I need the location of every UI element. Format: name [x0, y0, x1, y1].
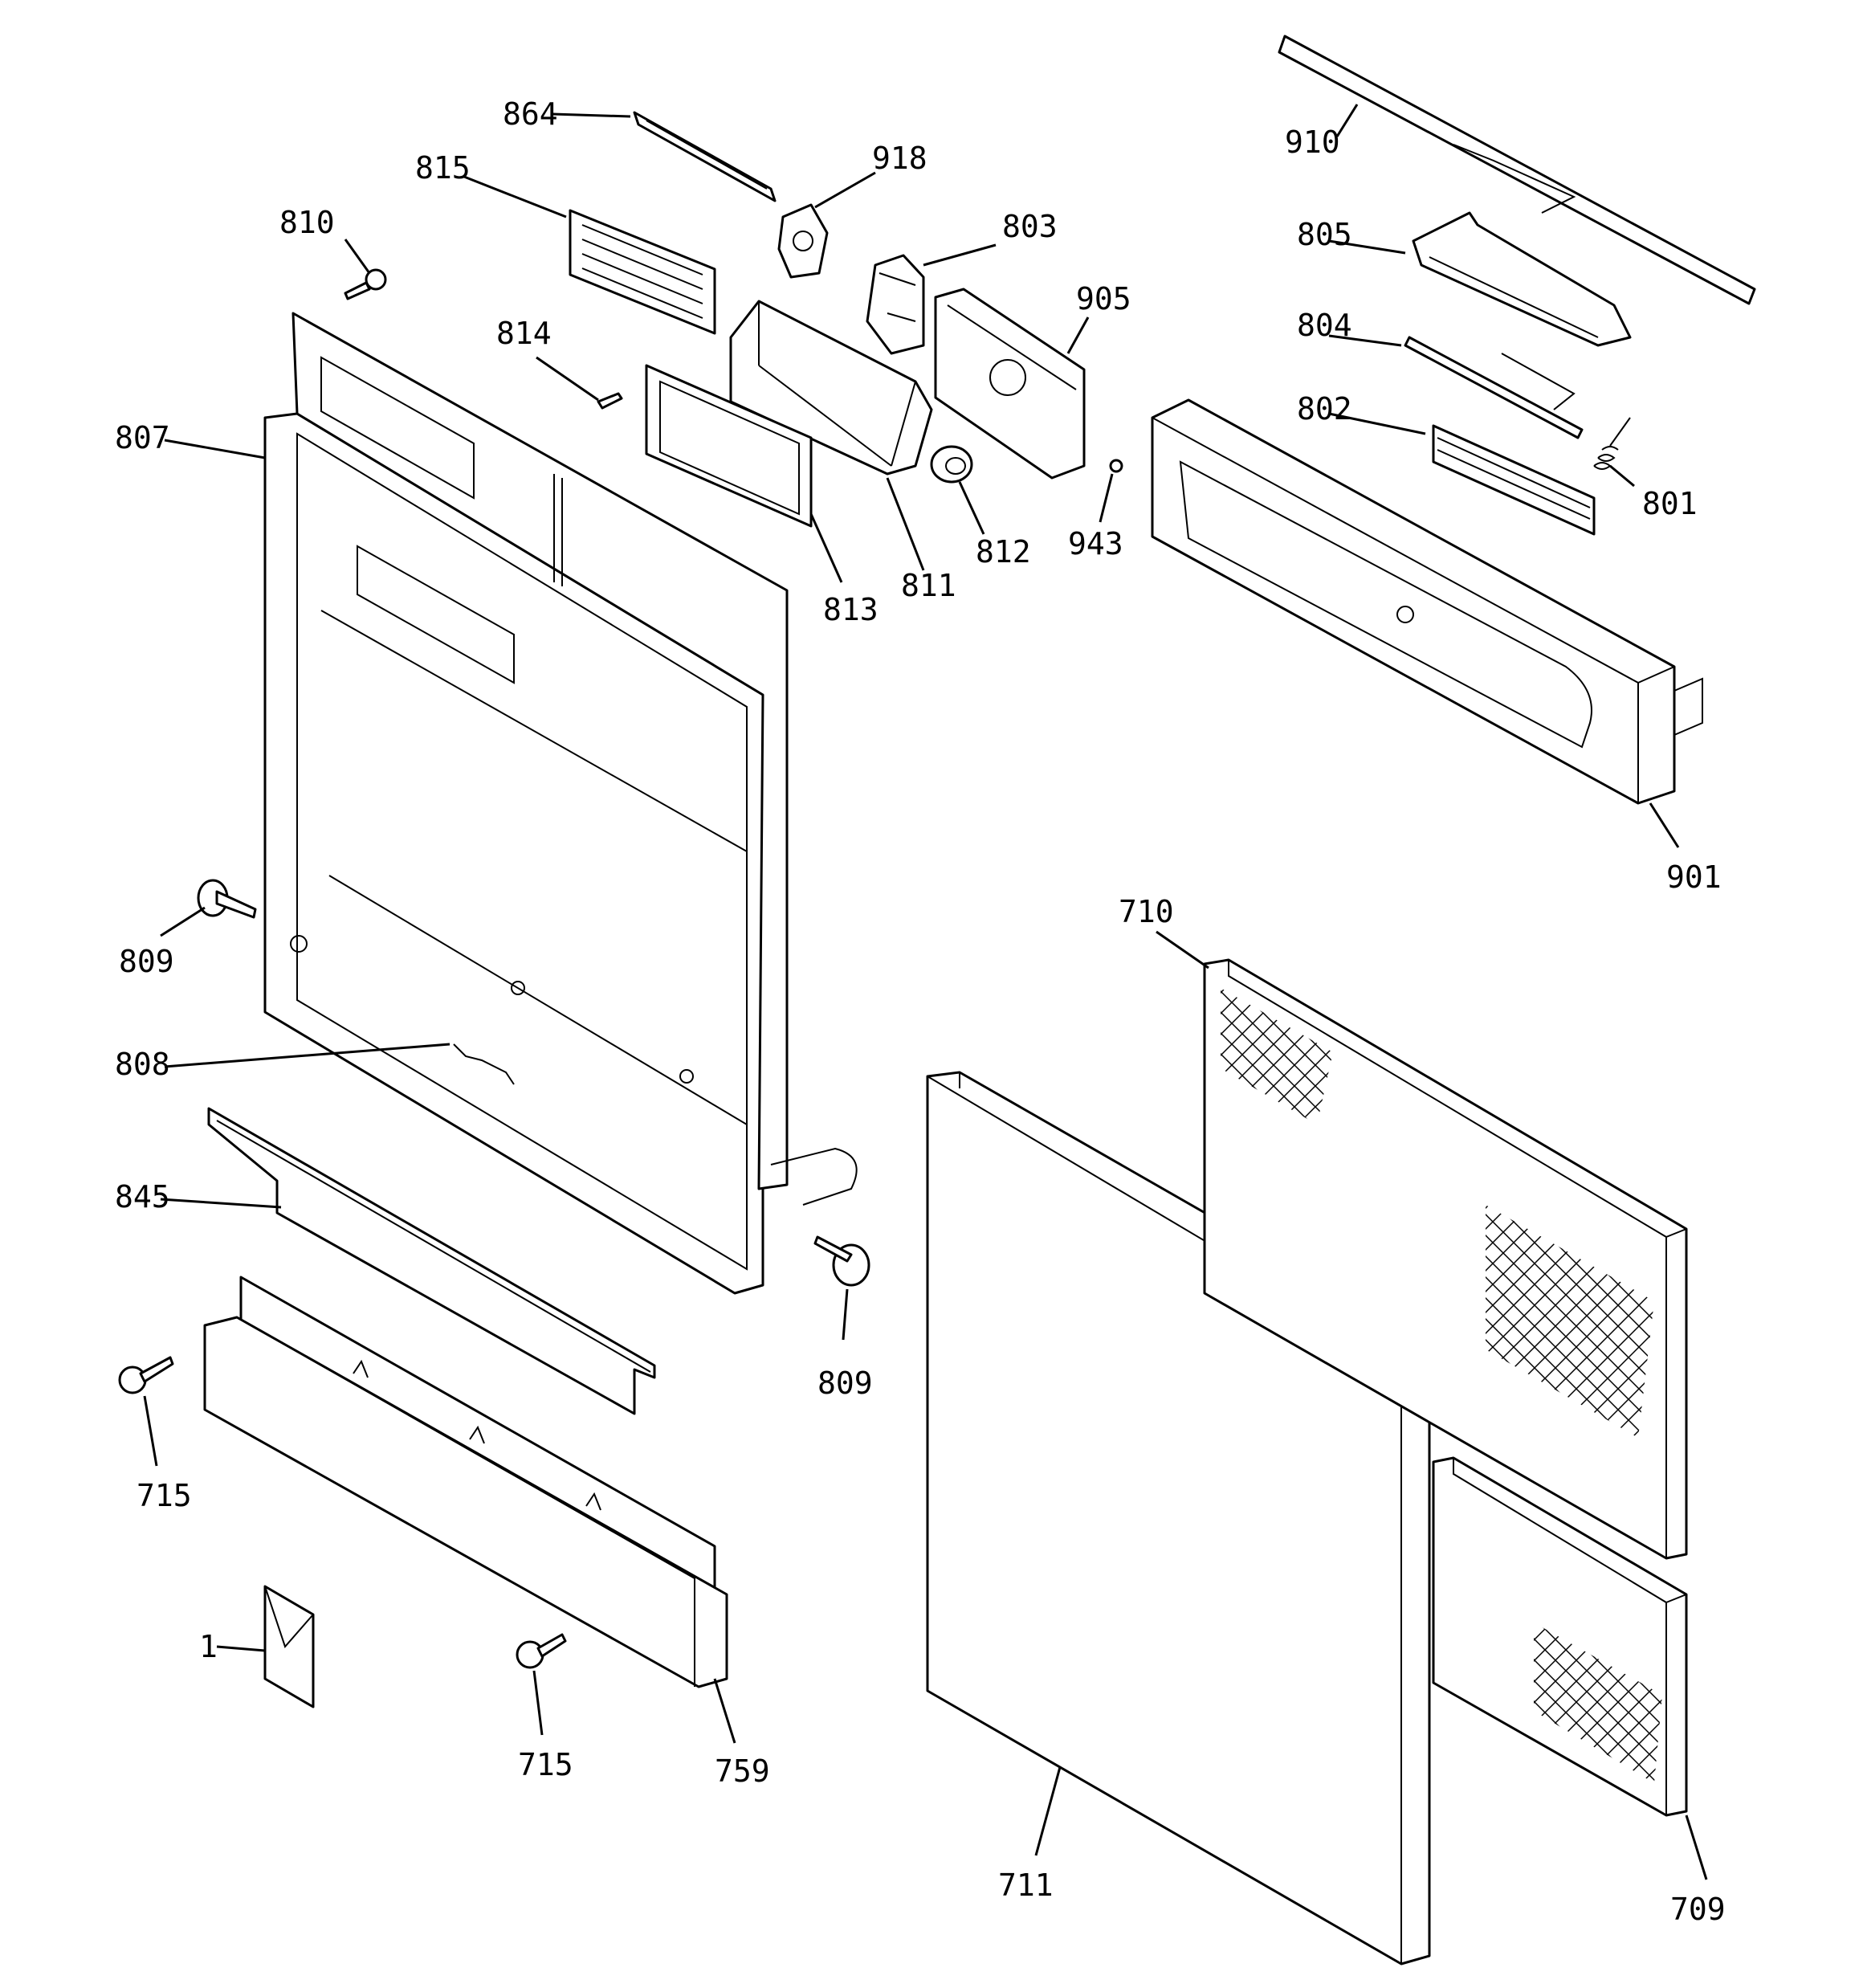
callout-808: 808	[115, 1047, 170, 1082]
part-808-wire-bracket	[453, 1043, 515, 1085]
part-809-screw-left	[197, 879, 257, 919]
callout-809-right: 809	[817, 1365, 873, 1401]
callout-801: 801	[1642, 486, 1698, 521]
part-943-screw	[1109, 459, 1123, 473]
callout-759: 759	[715, 1753, 770, 1789]
callout-1: 1	[199, 1629, 218, 1664]
part-810-screw	[344, 268, 387, 300]
part-805-bracket	[1412, 211, 1632, 347]
part-809-screw-right	[813, 1235, 870, 1287]
part-905-control-board	[934, 288, 1086, 480]
part-759-kick-plate	[203, 1276, 728, 1688]
callout-943: 943	[1068, 526, 1123, 561]
callout-812: 812	[976, 534, 1031, 569]
part-814-screw	[597, 392, 623, 410]
part-812-knob	[930, 445, 973, 484]
part-710-insulation-pad	[1203, 958, 1688, 1560]
callout-710: 710	[1119, 894, 1174, 929]
callout-813: 813	[823, 592, 879, 627]
callout-labels: 864 918 815 810 803 905 814 807 813 811 …	[115, 96, 1726, 1927]
part-715-screw-left	[118, 1356, 174, 1394]
callout-715-left: 715	[137, 1478, 192, 1513]
callout-804: 804	[1297, 308, 1352, 343]
part-864-rail	[633, 111, 777, 202]
part-715-screw-right	[516, 1633, 567, 1669]
callout-864: 864	[503, 96, 558, 132]
part-802-hinge	[1432, 424, 1596, 536]
callout-807: 807	[115, 420, 170, 455]
callout-805: 805	[1297, 217, 1352, 252]
callout-910: 910	[1285, 125, 1340, 160]
callout-810: 810	[279, 205, 335, 240]
callout-811: 811	[901, 568, 956, 603]
part-845-trim-strip	[207, 1107, 656, 1415]
part-815-vent-grille	[569, 209, 716, 335]
callout-711: 711	[998, 1868, 1054, 1903]
callout-901: 901	[1666, 859, 1722, 895]
part-804-rod	[1404, 336, 1584, 439]
callout-814: 814	[496, 316, 552, 351]
part-801-spring	[1593, 417, 1631, 470]
part-813-gasket	[645, 364, 813, 528]
part-709-insulation-pad	[1432, 1456, 1688, 1817]
callout-905: 905	[1076, 281, 1131, 316]
leader-lines	[143, 104, 1708, 1880]
part-910-top-bar	[1278, 35, 1756, 305]
part-803-latch	[866, 254, 925, 355]
part-918-switch	[777, 203, 829, 279]
callout-802: 802	[1297, 391, 1352, 427]
part-1-literature	[263, 1585, 315, 1708]
part-807-door-frame	[263, 312, 858, 1295]
callout-803: 803	[1002, 209, 1058, 244]
callout-715-right: 715	[518, 1747, 573, 1782]
callout-809-left: 809	[119, 944, 174, 979]
part-811-module-housing	[729, 300, 933, 476]
callout-815: 815	[415, 150, 471, 186]
callout-918: 918	[872, 141, 927, 176]
callout-709: 709	[1670, 1892, 1726, 1927]
part-901-control-panel	[1151, 398, 1703, 805]
callout-845: 845	[115, 1179, 170, 1214]
